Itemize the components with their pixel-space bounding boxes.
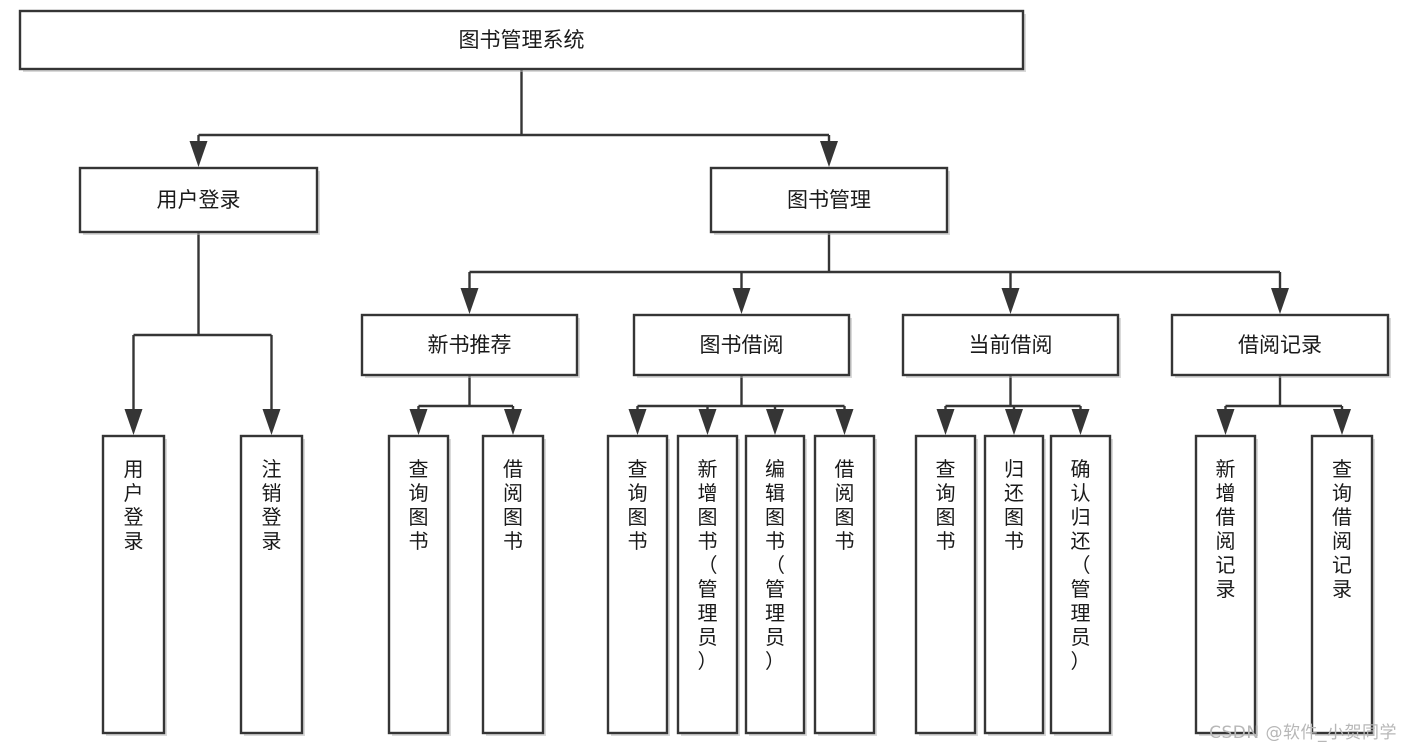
nodes-layer: 图书管理系统用户登录图书管理新书推荐图书借阅当前借阅借阅记录用户登录注销登录查询…	[18, 9, 1391, 736]
node-label: 用户登录	[157, 188, 241, 212]
node-label: 借阅图书	[503, 457, 523, 553]
node-leaf-login-2[interactable]: 注销登录	[239, 434, 305, 736]
node-label: 借阅图书	[835, 457, 855, 553]
node-box[interactable]	[387, 434, 450, 735]
node-box[interactable]	[983, 434, 1045, 735]
arrow-head-icon	[1333, 409, 1351, 435]
arrow-head-icon	[124, 409, 143, 435]
node-leaf-rec-1[interactable]: 新增借阅记录	[1194, 434, 1258, 736]
node-box[interactable]	[18, 9, 1025, 71]
watermark: CSDN @软件_小贺同学	[1209, 723, 1397, 743]
connector-group-root	[189, 69, 838, 167]
node-box[interactable]	[744, 434, 806, 735]
node-label: 新书推荐	[428, 333, 512, 357]
node-box[interactable]	[606, 434, 669, 735]
connector-group-records	[1216, 375, 1351, 435]
node-box[interactable]	[101, 434, 166, 735]
arrow-head-icon	[1071, 409, 1090, 435]
node-records[interactable]: 借阅记录	[1170, 313, 1391, 378]
node-box[interactable]	[481, 434, 545, 735]
node-bookmgmt[interactable]: 图书管理	[709, 166, 950, 235]
node-leaf-cur-1[interactable]: 查询图书	[914, 434, 978, 736]
node-root[interactable]: 图书管理系统	[18, 9, 1026, 72]
node-box[interactable]	[676, 434, 739, 735]
connector-group-current	[936, 375, 1090, 435]
arrow-head-icon	[936, 409, 955, 435]
arrow-head-icon	[409, 409, 428, 435]
arrow-head-icon	[698, 409, 717, 435]
node-leaf-borrow-2[interactable]: 新增图书（管理员）	[676, 434, 740, 736]
node-label: 查询图书	[409, 457, 429, 553]
node-leaf-new-1[interactable]: 查询图书	[387, 434, 451, 736]
node-label: 当前借阅	[969, 333, 1053, 357]
node-box[interactable]	[709, 166, 949, 234]
arrow-head-icon	[835, 409, 854, 435]
node-label: 新增借阅记录	[1216, 457, 1236, 601]
node-label: 新增图书（管理员）	[698, 457, 718, 673]
node-label: 查询图书	[628, 457, 648, 553]
node-leaf-new-2[interactable]: 借阅图书	[481, 434, 546, 736]
node-newbook[interactable]: 新书推荐	[360, 313, 580, 378]
node-label: 图书管理	[787, 188, 871, 212]
node-label: 查询图书	[936, 457, 956, 553]
arrow-head-icon	[460, 288, 479, 314]
connector-group-newbook	[409, 375, 522, 435]
arrow-head-icon	[189, 141, 208, 167]
node-leaf-borrow-1[interactable]: 查询图书	[606, 434, 670, 736]
node-box[interactable]	[239, 434, 304, 735]
node-leaf-rec-2[interactable]: 查询借阅记录	[1310, 434, 1375, 736]
node-label: 借阅记录	[1238, 333, 1322, 357]
node-box[interactable]	[1170, 313, 1390, 377]
connectors-layer	[124, 69, 1351, 435]
node-current[interactable]: 当前借阅	[901, 313, 1121, 378]
node-box[interactable]	[1194, 434, 1257, 735]
node-leaf-login-1[interactable]: 用户登录	[101, 434, 167, 736]
node-label: 图书借阅	[700, 333, 784, 357]
node-box[interactable]	[813, 434, 876, 735]
node-box[interactable]	[360, 313, 579, 377]
arrow-head-icon	[1271, 288, 1289, 314]
arrow-head-icon	[1005, 409, 1023, 435]
node-leaf-cur-3[interactable]: 确认归还（管理员）	[1049, 434, 1113, 736]
node-leaf-borrow-3[interactable]: 编辑图书（管理员）	[744, 434, 807, 736]
node-login[interactable]: 用户登录	[78, 166, 320, 235]
node-label: 查询借阅记录	[1332, 457, 1352, 601]
node-label: 归还图书	[1004, 457, 1024, 553]
arrow-head-icon	[262, 409, 281, 435]
node-box[interactable]	[901, 313, 1120, 377]
node-leaf-borrow-4[interactable]: 借阅图书	[813, 434, 877, 736]
node-label: 确认归还（管理员）	[1071, 457, 1091, 673]
node-box[interactable]	[914, 434, 977, 735]
connector-group-borrow	[628, 375, 854, 435]
node-box[interactable]	[632, 313, 851, 377]
node-label: 注销登录	[262, 457, 282, 553]
node-box[interactable]	[78, 166, 319, 234]
arrow-head-icon	[628, 409, 647, 435]
node-label: 用户登录	[124, 457, 144, 553]
arrow-head-icon	[504, 409, 522, 435]
node-box[interactable]	[1310, 434, 1374, 735]
connector-group-bookmgmt	[460, 232, 1289, 314]
node-label: 编辑图书（管理员）	[765, 457, 785, 673]
arrow-head-icon	[732, 288, 751, 314]
arrow-head-icon	[820, 141, 838, 167]
arrow-head-icon	[1001, 288, 1020, 314]
arrow-head-icon	[766, 409, 784, 435]
node-label: 图书管理系统	[459, 28, 585, 52]
node-box[interactable]	[1049, 434, 1112, 735]
node-borrow[interactable]: 图书借阅	[632, 313, 852, 378]
node-leaf-cur-2[interactable]: 归还图书	[983, 434, 1046, 736]
connector-group-login	[124, 232, 281, 435]
arrow-head-icon	[1216, 409, 1235, 435]
